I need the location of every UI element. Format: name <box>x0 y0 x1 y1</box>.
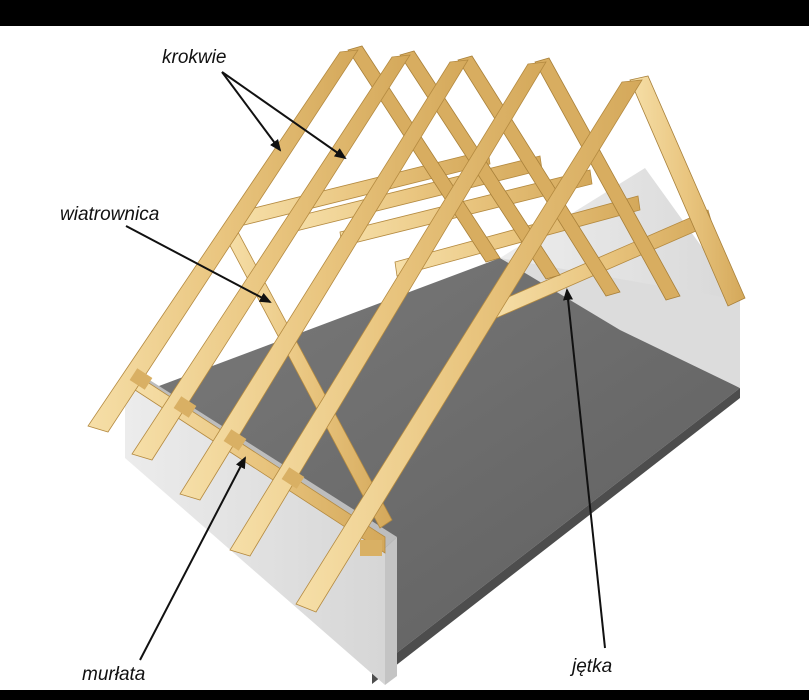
front-rafter <box>295 79 643 613</box>
rafter-foot <box>281 467 305 489</box>
pointer-arrows <box>125 71 606 661</box>
krokwie-arrow-1 <box>221 71 282 152</box>
murlata-arrow <box>139 456 246 661</box>
label-murlata: murłata <box>82 664 145 685</box>
wiatrownica-arrow <box>125 225 272 303</box>
back-rafter <box>629 75 746 307</box>
rafter-foot <box>360 540 382 556</box>
bottom-border <box>0 690 809 700</box>
front-wall-right-side <box>385 537 397 685</box>
rafter-foot <box>173 396 197 418</box>
label-jetka: jętka <box>569 656 612 677</box>
krokwie-arrow-2 <box>221 71 347 160</box>
back-rafter <box>534 57 681 301</box>
floor-slab-edge <box>372 388 740 684</box>
jetka-arrow <box>563 288 606 649</box>
front-rafter <box>229 61 547 557</box>
rafter-foot <box>223 429 247 451</box>
front-rafter <box>87 49 359 433</box>
rafter-feet <box>129 368 382 556</box>
label-wiatrownica: wiatrownica <box>60 204 159 225</box>
top-border <box>0 0 809 26</box>
back-rafter <box>347 45 501 263</box>
label-krokwie: krokwie <box>162 47 226 68</box>
front-rafter <box>179 59 469 501</box>
rafter-foot <box>129 368 153 390</box>
